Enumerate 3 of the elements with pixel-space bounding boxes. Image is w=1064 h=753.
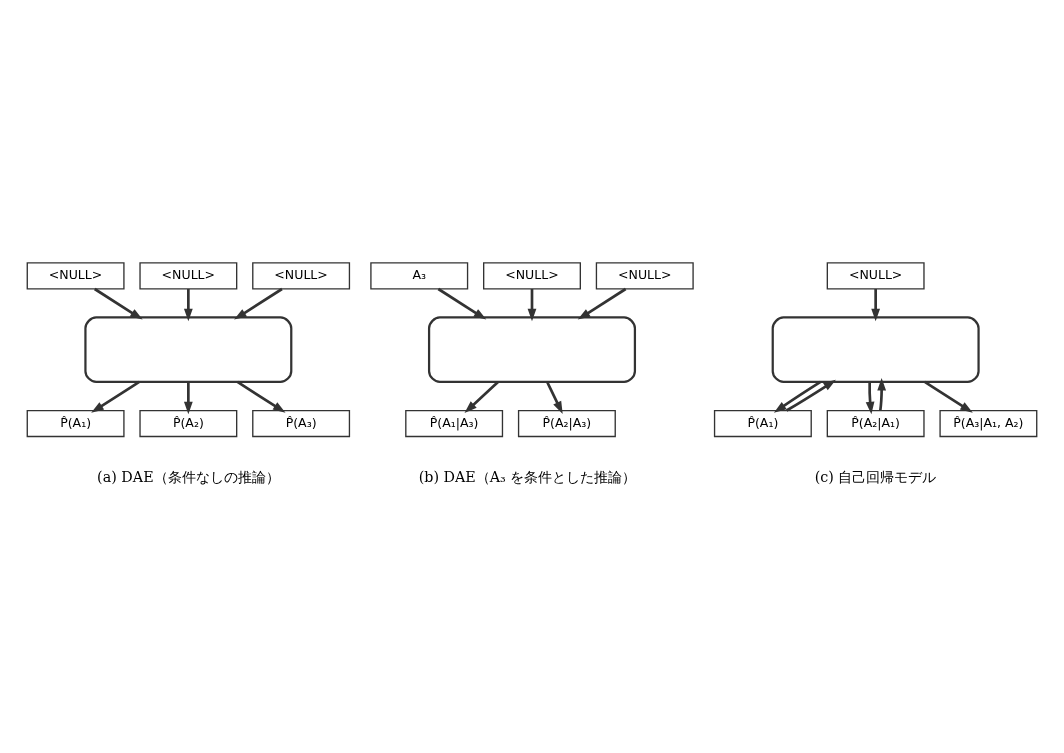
label: (a) DAE（条件なしの推論） bbox=[97, 468, 280, 485]
label: (b) DAE（A₃ を条件とした推論） bbox=[418, 468, 637, 485]
label: (c) 自己回帰モデル bbox=[814, 468, 937, 485]
